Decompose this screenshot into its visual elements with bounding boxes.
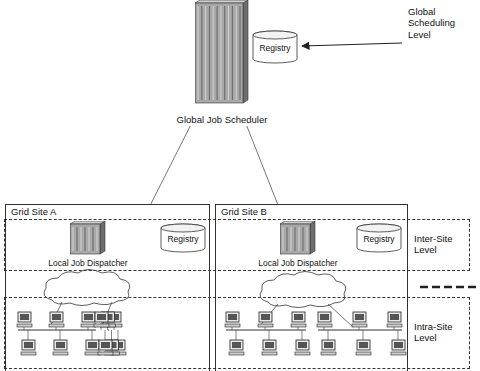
grid-site-box: Grid Site B Local Job Dispatcher Registry: [215, 204, 408, 371]
registry-cylinder: Registry: [160, 223, 206, 253]
network-cloud: [260, 272, 346, 308]
level-label: Global Scheduling Level: [408, 6, 468, 40]
level-separator: [420, 286, 480, 289]
server-icon: [70, 221, 106, 255]
node-label: Registry: [167, 235, 198, 245]
node-label: Grid Site A: [11, 207, 56, 218]
computer-cluster: [17, 302, 406, 355]
node-label: Inter-Site Level: [414, 234, 466, 256]
server-node: Global Job Scheduler: [170, 0, 274, 126]
server-node: Local Job Dispatcher: [34, 221, 142, 269]
link-line: [151, 126, 190, 204]
network-cloud: [44, 270, 130, 306]
server-icon: [195, 0, 249, 104]
node-label: Local Job Dispatcher: [48, 259, 127, 269]
node-label: Global Job Scheduler: [177, 115, 268, 126]
node-label: Registry: [363, 235, 394, 245]
registry-cylinder: Registry: [252, 30, 298, 64]
node-label: Intra-Site Level: [414, 322, 466, 344]
server-node: Local Job Dispatcher: [244, 221, 352, 269]
registry-cylinder: Registry: [356, 223, 402, 253]
node-label: Grid Site B: [221, 207, 267, 218]
server-icon: [280, 221, 316, 255]
node-label: Local Job Dispatcher: [258, 259, 337, 269]
level-arrow: [302, 43, 402, 46]
node-label: Registry: [259, 44, 290, 54]
link-line: [247, 126, 278, 204]
grid-site-box: Grid Site A Local Job Dispatcher Registry: [5, 204, 210, 371]
level-band: Intra-Site Level: [4, 297, 470, 369]
